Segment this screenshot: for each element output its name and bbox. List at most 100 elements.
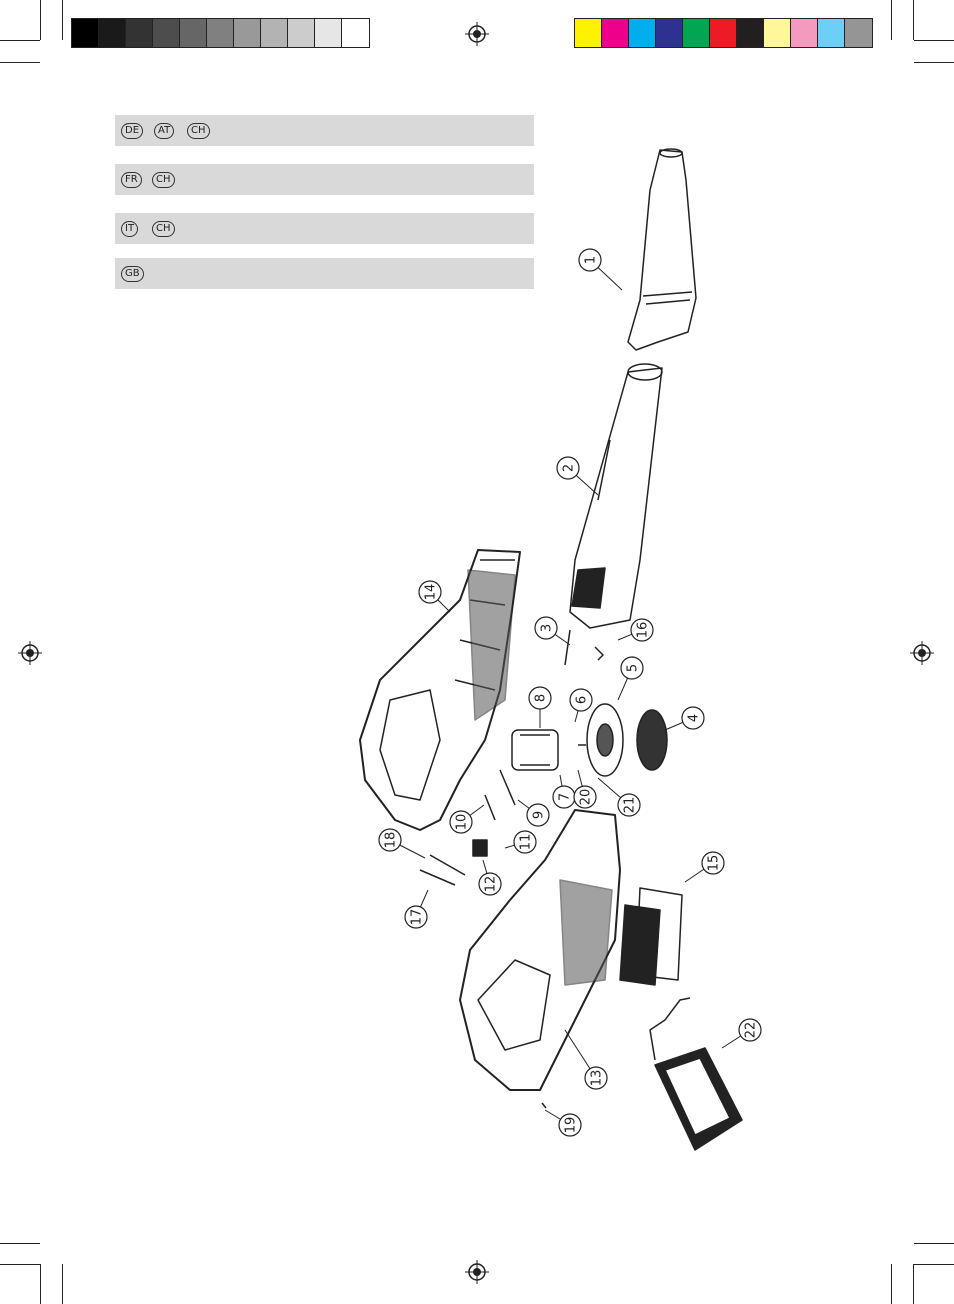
callout-circle <box>738 1018 762 1042</box>
color-swatch <box>791 19 818 47</box>
callout-number: 11 <box>519 834 534 851</box>
language-bar-gb: GB <box>115 258 534 289</box>
callout-number: 15 <box>707 855 722 872</box>
callout-circle <box>584 1066 608 1090</box>
language-bar-fr-ch: FR CH <box>115 164 534 195</box>
part-nozzle-tip <box>627 148 697 351</box>
callout-number: 12 <box>484 876 499 893</box>
color-swatch <box>764 19 791 47</box>
callout-circle <box>526 803 550 827</box>
callout-circle <box>620 656 644 680</box>
callout-number: 18 <box>384 832 399 849</box>
callout-circle <box>478 872 502 896</box>
callout-number: 17 <box>410 909 425 926</box>
callout-circle <box>378 828 402 852</box>
process-color-bar <box>574 18 873 48</box>
crop-mark <box>0 1243 40 1244</box>
language-badge: AT <box>154 123 175 139</box>
callout-number: 1 <box>584 256 599 264</box>
color-swatch <box>153 19 180 47</box>
crop-mark <box>914 40 954 41</box>
part-small-components <box>419 629 604 1109</box>
registration-mark-icon <box>910 641 934 665</box>
callout-circle <box>404 905 428 929</box>
callout-circle <box>513 830 537 854</box>
language-badge: GB <box>121 266 144 282</box>
registration-mark-icon <box>18 641 42 665</box>
crop-mark <box>914 62 954 63</box>
crop-mark <box>914 1243 954 1244</box>
color-swatch <box>737 19 764 47</box>
language-badge: IT <box>121 221 139 237</box>
callout-circle <box>418 580 442 604</box>
color-swatch <box>207 19 234 47</box>
callout-number: 16 <box>636 622 651 639</box>
color-swatch <box>342 19 369 47</box>
callout-circle <box>573 785 597 809</box>
callout-number: 3 <box>540 624 555 632</box>
callout-number: 22 <box>744 1022 759 1039</box>
crop-mark <box>0 1264 40 1265</box>
color-swatch <box>72 19 99 47</box>
callout-circle <box>558 1113 582 1137</box>
part-housing-right <box>459 809 621 1091</box>
callout-number: 5 <box>626 664 641 672</box>
color-swatch <box>180 19 207 47</box>
callout-number: 19 <box>564 1117 579 1134</box>
color-swatch <box>683 19 710 47</box>
callout-number: 9 <box>532 811 547 819</box>
callout-circle <box>578 248 602 272</box>
callout-circle <box>617 793 641 817</box>
callout-number: 20 <box>579 789 594 806</box>
color-swatch <box>315 19 342 47</box>
callout-circle <box>630 618 654 642</box>
language-badge: CH <box>152 172 175 188</box>
part-fan <box>586 703 624 777</box>
callout-circle <box>534 616 558 640</box>
color-swatch <box>99 19 126 47</box>
callout-number: 14 <box>424 584 439 601</box>
color-swatch <box>710 19 737 47</box>
color-swatch <box>575 19 602 47</box>
part-battery <box>619 887 683 986</box>
callout-number: 8 <box>534 694 549 702</box>
callout-number: 7 <box>558 793 573 801</box>
language-bar-de-at-ch: DE AT CH <box>115 115 534 146</box>
language-badge: FR <box>121 172 142 188</box>
crop-mark <box>0 62 40 63</box>
part-blower-tube <box>569 363 663 629</box>
crop-mark <box>891 0 892 40</box>
crop-mark <box>40 1264 41 1304</box>
callout-number: 6 <box>575 696 590 704</box>
callout-number: 4 <box>687 714 702 722</box>
color-swatch <box>656 19 683 47</box>
registration-mark-icon <box>465 1260 489 1284</box>
grayscale-color-bar <box>71 18 370 48</box>
crop-mark <box>40 0 41 40</box>
callout-circle <box>528 686 552 710</box>
color-swatch <box>602 19 629 47</box>
callout-number: 2 <box>562 464 577 472</box>
crop-mark <box>913 0 914 40</box>
color-swatch <box>126 19 153 47</box>
callout-number: 21 <box>623 797 638 814</box>
callout-circle <box>556 456 580 480</box>
color-swatch <box>288 19 315 47</box>
language-badge: CH <box>187 123 210 139</box>
crop-mark <box>891 1264 892 1304</box>
callout-circle <box>681 706 705 730</box>
color-swatch <box>818 19 845 47</box>
callout-number: 13 <box>590 1070 605 1087</box>
color-swatch <box>845 19 872 47</box>
color-swatch <box>234 19 261 47</box>
color-swatch <box>261 19 288 47</box>
part-motor <box>511 729 559 771</box>
color-swatch <box>629 19 656 47</box>
part-charger <box>649 997 743 1151</box>
part-housing-left <box>359 549 521 831</box>
callout-circle <box>449 810 473 834</box>
language-badge: CH <box>152 221 175 237</box>
language-badge: DE <box>121 123 144 139</box>
